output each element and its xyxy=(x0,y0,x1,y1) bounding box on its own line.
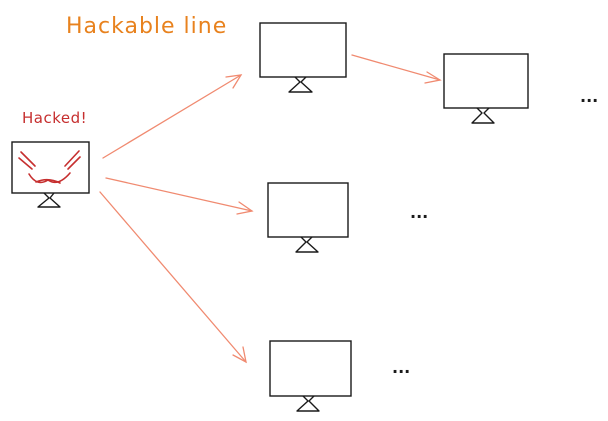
monitor-stand xyxy=(471,107,495,124)
arrow-hacked-to-bottom xyxy=(99,191,247,364)
arrow-hacked-to-top-mid xyxy=(102,74,243,159)
monitor-screen xyxy=(443,53,529,109)
computer-top-right xyxy=(443,53,529,124)
ellipsis-bottom: ... xyxy=(392,358,410,377)
computer-hacked xyxy=(11,141,90,208)
angry-face-icon xyxy=(18,150,81,184)
monitor-stand xyxy=(295,236,319,253)
monitor-screen xyxy=(267,182,349,238)
ellipsis-middle: ... xyxy=(410,203,428,222)
computer-middle xyxy=(267,182,349,253)
monitor-screen xyxy=(11,141,90,194)
monitor-stand xyxy=(288,76,313,93)
arrows xyxy=(99,54,442,364)
monitor-stand xyxy=(37,192,61,208)
hacked-label: Hacked! xyxy=(22,109,87,127)
monitor-screen xyxy=(259,22,347,78)
ellipsis-top-right: ... xyxy=(580,87,598,106)
monitor-screen xyxy=(269,340,352,397)
diagram-title: Hackable line xyxy=(66,14,227,39)
monitor-stand xyxy=(296,395,320,412)
arrow-hacked-to-middle xyxy=(105,177,254,215)
computer-bottom xyxy=(269,340,352,412)
computer-top-mid xyxy=(259,22,347,93)
arrow-top-mid-to-top-right xyxy=(351,54,442,84)
